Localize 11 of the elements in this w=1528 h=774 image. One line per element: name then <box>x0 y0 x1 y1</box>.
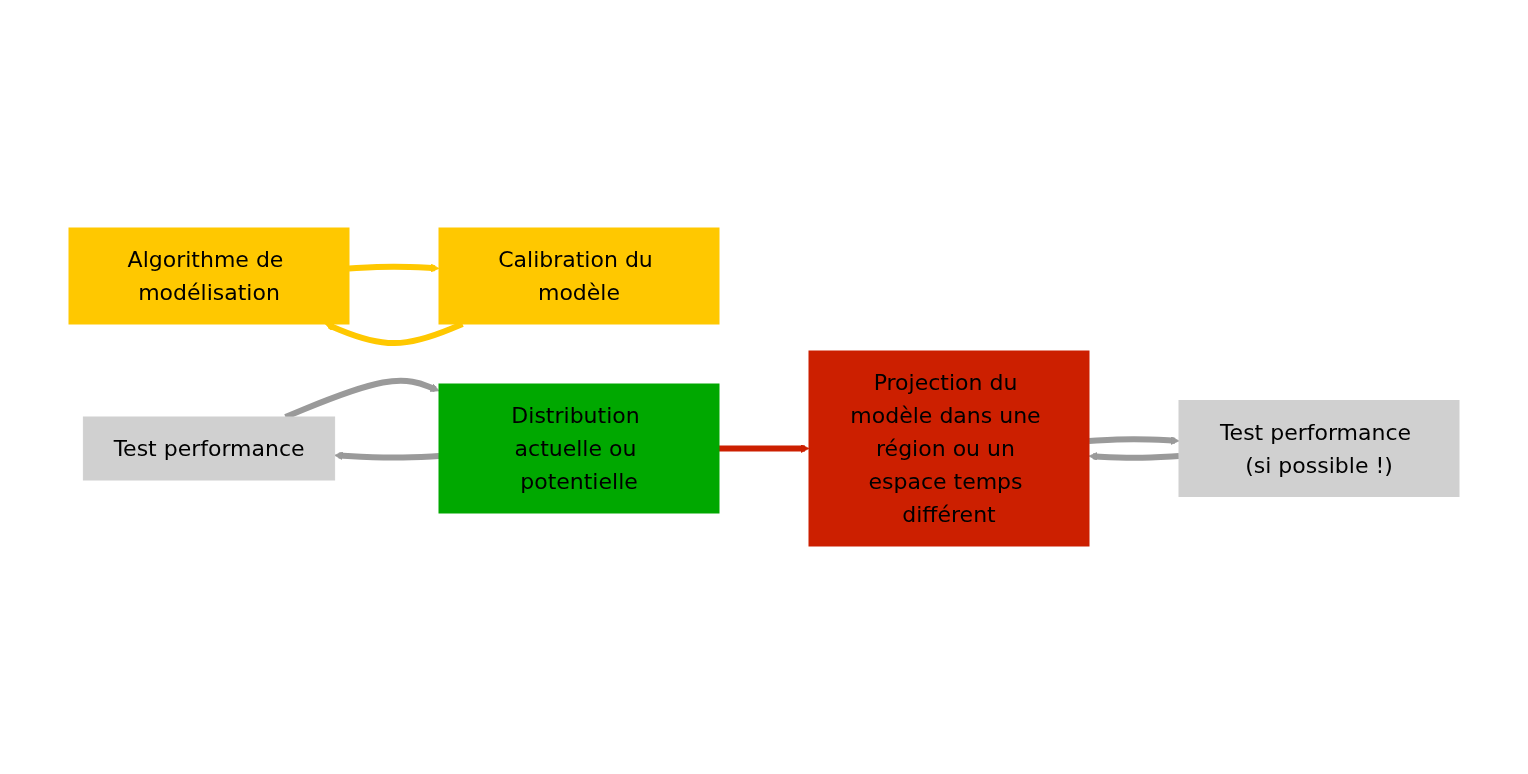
arrow <box>1088 452 1180 461</box>
node-box: Test performance (si possible !) <box>1178 400 1460 497</box>
arrow <box>334 451 440 461</box>
node-box: Projection du modèle dans une région ou un espace temps différent <box>808 350 1090 547</box>
node-box: Test performance <box>82 416 336 481</box>
arrow <box>1088 436 1180 445</box>
node-box: Algorithme de modélisation <box>68 227 350 325</box>
arrow <box>719 444 810 453</box>
node-box: Distribution actuelle ou potentielle <box>438 383 720 514</box>
arrow <box>348 263 440 273</box>
node-box: Calibration du modèle <box>438 227 720 325</box>
